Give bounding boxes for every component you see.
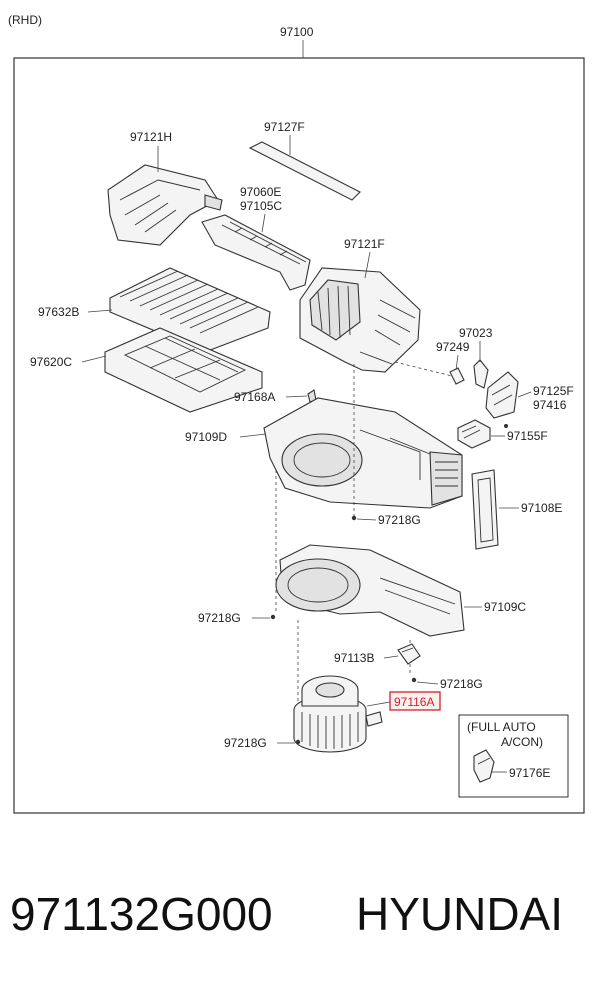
part-97113b-drawing <box>397 643 421 665</box>
variant-label: (RHD) <box>8 13 42 27</box>
leader-97168a <box>285 395 308 398</box>
part-97108e-drawing <box>471 469 499 550</box>
label-97127f: 97127F <box>264 120 305 134</box>
part-97121h-drawing <box>107 164 223 246</box>
leader-97620c <box>81 355 107 363</box>
part-97632b-drawing <box>109 267 271 353</box>
part-97620c-drawing <box>104 327 263 413</box>
label-97218g-b: 97218G <box>198 611 241 625</box>
leader-97218g-c <box>416 681 439 685</box>
leader-97109d <box>239 433 267 438</box>
leader-97060e <box>261 213 266 233</box>
label-97109c: 97109C <box>484 600 526 614</box>
leader-97218g-a <box>356 518 377 521</box>
label-97620c: 97620C <box>30 355 72 369</box>
label-97218g-c: 97218G <box>440 677 483 691</box>
label-97121f: 97121F <box>344 237 385 251</box>
label-97416: 97416 <box>533 398 567 412</box>
label-97218g-a: 97218G <box>378 513 421 527</box>
label-97218g-d: 97218G <box>224 736 267 750</box>
part-97116a-drawing <box>293 675 383 753</box>
part-actuator-drawing <box>449 359 519 428</box>
footer-brand: HYUNDAI <box>356 888 563 940</box>
leader-97113b <box>383 655 399 659</box>
option-box <box>458 714 569 798</box>
label-97116a: 97116A <box>394 695 434 709</box>
part-97127f-drawing <box>248 141 361 201</box>
label-97108e: 97108E <box>521 501 562 515</box>
option-box-line1: (FULL AUTO <box>467 720 536 734</box>
option-box-line2: A/CON) <box>501 735 543 749</box>
label-97105c: 97105C <box>240 199 282 213</box>
dash-97249 <box>394 361 453 377</box>
label-97023: 97023 <box>459 326 493 340</box>
leader-97249 <box>455 354 459 371</box>
part-97176e-drawing <box>473 749 495 783</box>
part-97060e-drawing <box>201 214 311 291</box>
footer-part-number: 971132G000 <box>10 888 273 940</box>
assembly-frame <box>13 57 585 814</box>
label-97176e: 97176E <box>509 766 550 780</box>
part-97109d-drawing <box>263 397 463 509</box>
label-97632b: 97632B <box>38 305 79 319</box>
label-97155f: 97155F <box>507 429 548 443</box>
part-97121f-drawing <box>299 267 421 373</box>
label-97121h: 97121H <box>130 130 172 144</box>
label-97060e: 97060E <box>240 185 281 199</box>
leader-97116a <box>366 701 391 707</box>
assembly-number-label: 97100 <box>280 25 314 39</box>
label-97168a: 97168A <box>234 390 275 404</box>
screw-d-icon <box>295 739 301 745</box>
label-97125f: 97125F <box>533 384 574 398</box>
label-97109d: 97109D <box>185 430 227 444</box>
label-97249: 97249 <box>436 340 470 354</box>
screw-b-icon <box>270 614 276 620</box>
leader-97121f <box>364 251 371 279</box>
part-97109c-drawing <box>275 544 465 637</box>
label-97113b: 97113B <box>334 651 374 665</box>
part-97155f-drawing <box>457 419 491 449</box>
highlight-box-97116a <box>389 691 441 711</box>
leader-97632b <box>87 309 113 313</box>
screw-c-icon <box>411 677 417 683</box>
screw-a-icon <box>351 515 357 521</box>
leader-97125f <box>517 391 532 398</box>
